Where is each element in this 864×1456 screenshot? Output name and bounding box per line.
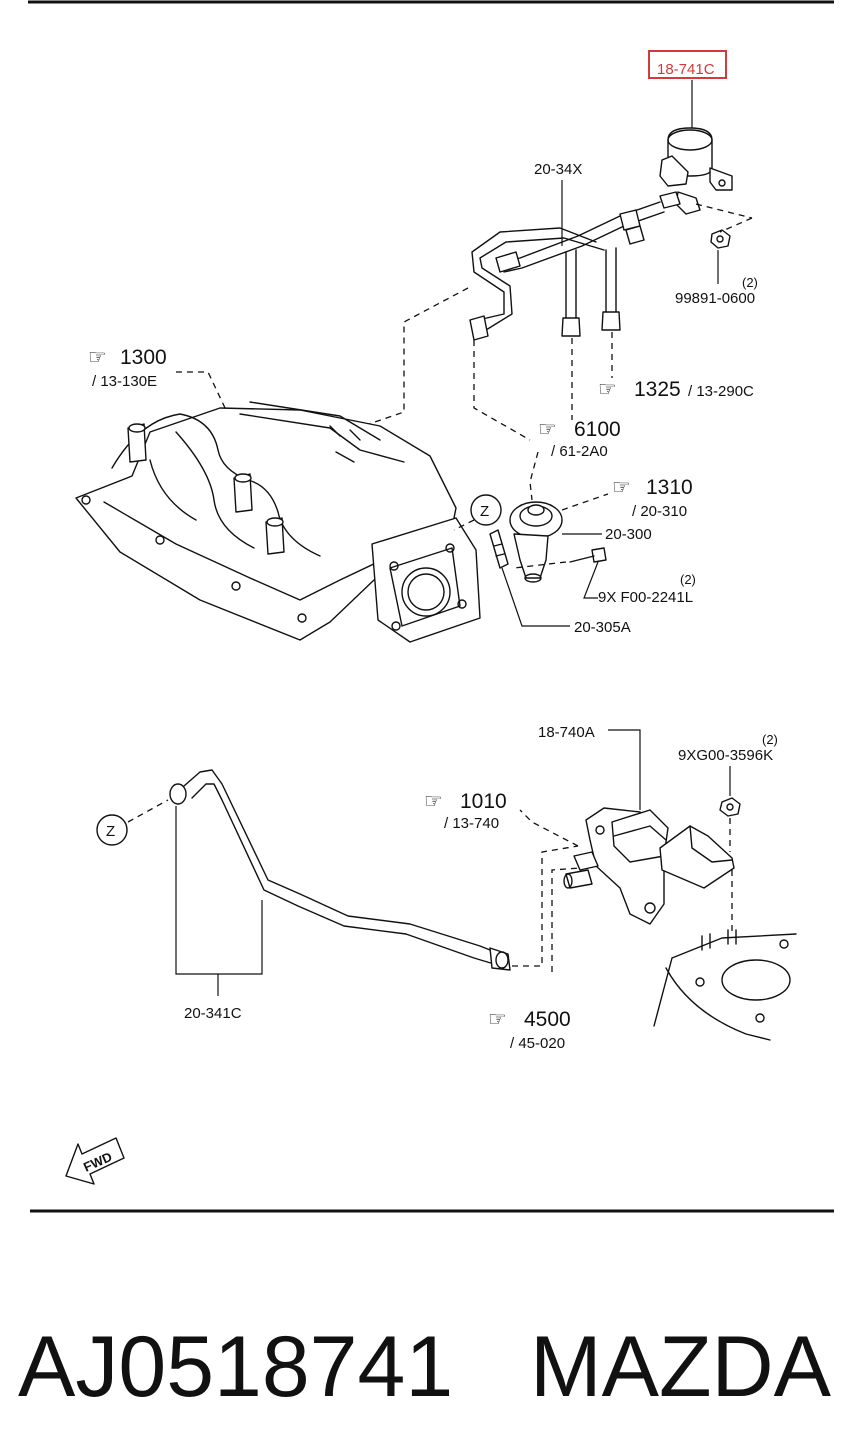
svg-text:Z: Z bbox=[480, 503, 489, 520]
vacuum-hose-20-34x bbox=[469, 201, 665, 341]
bolt-part-number: 99891-0600 bbox=[675, 290, 755, 307]
svg-text:/ 20-310: / 20-310 bbox=[632, 503, 687, 520]
nut-9xg00 bbox=[719, 797, 741, 817]
ref-1325[interactable]: ☞ 1325 / 13-290C bbox=[598, 378, 754, 401]
ref-6100[interactable]: ☞ 6100 / 61-2A0 bbox=[538, 418, 621, 460]
intake-manifold bbox=[75, 401, 481, 643]
bolt-qty-label: (2) bbox=[742, 275, 758, 290]
pointing-hand-icon: ☞ bbox=[424, 790, 443, 813]
footer-brand: MAZDA bbox=[530, 1319, 832, 1415]
svg-text:/ 13-290C: / 13-290C bbox=[688, 383, 754, 400]
egr-pipe-20-341c bbox=[169, 769, 511, 971]
pointing-hand-icon: ☞ bbox=[488, 1008, 507, 1031]
gasket-20-305a bbox=[489, 529, 509, 569]
bolt-9xf00 bbox=[569, 547, 607, 563]
nut-qty-label: (2) bbox=[762, 732, 778, 747]
footer-part-number: AJ0518741 bbox=[18, 1319, 453, 1415]
svg-text:1300: 1300 bbox=[120, 346, 167, 369]
svg-text:/ 13-740: / 13-740 bbox=[444, 815, 499, 832]
pointing-hand-icon: ☞ bbox=[538, 418, 557, 441]
svg-text:1325: 1325 bbox=[634, 378, 681, 401]
fwd-arrow-icon: FWD bbox=[65, 1137, 125, 1185]
pointing-hand-icon: ☞ bbox=[598, 378, 617, 401]
gasket-label: 20-305A bbox=[574, 619, 631, 636]
bolt-part-number: 9X F00-2241L bbox=[598, 589, 693, 606]
highlight-box bbox=[648, 50, 727, 79]
marker-z-top: Z bbox=[470, 494, 502, 526]
svg-text:/ 61-2A0: / 61-2A0 bbox=[551, 443, 608, 460]
marker-z-bottom: Z bbox=[96, 814, 128, 846]
nut-99891 bbox=[710, 229, 731, 284]
ref-1310[interactable]: ☞ 1310 / 20-310 bbox=[612, 476, 693, 520]
ref-1010[interactable]: ☞ 1010 / 13-740 bbox=[424, 790, 507, 832]
solenoid-valve-18-740a bbox=[563, 807, 735, 925]
egr-valve-20-300 bbox=[509, 501, 563, 583]
svg-text:/ 13-130E: / 13-130E bbox=[92, 373, 157, 390]
nut-part-number: 9XG00-3596K bbox=[678, 747, 773, 764]
svg-text:6100: 6100 bbox=[574, 418, 621, 441]
pointing-hand-icon: ☞ bbox=[612, 476, 631, 499]
hose-label: 20-34X bbox=[534, 161, 582, 178]
svg-text:4500: 4500 bbox=[524, 1008, 571, 1031]
svg-text:1310: 1310 bbox=[646, 476, 693, 499]
svg-text:/ 45-020: / 45-020 bbox=[510, 1035, 565, 1052]
solenoid-valve-18-741c bbox=[659, 127, 733, 215]
svg-text:1010: 1010 bbox=[460, 790, 507, 813]
svg-text:Z: Z bbox=[106, 823, 115, 840]
pointing-hand-icon: ☞ bbox=[88, 346, 107, 369]
bolt-qty-label: (2) bbox=[680, 572, 696, 587]
mounting-surface bbox=[653, 929, 797, 1041]
part-label-18-741c: 18-741C bbox=[657, 61, 715, 78]
ref-1300[interactable]: ☞ 1300 / 13-130E bbox=[88, 346, 167, 390]
ref-4500[interactable]: ☞ 4500 / 45-020 bbox=[488, 1008, 571, 1052]
valve-label: 20-300 bbox=[605, 526, 652, 543]
pipe-label: 20-341C bbox=[184, 1005, 242, 1022]
part-label-18-740a: 18-740A bbox=[538, 724, 595, 741]
highlighted-part-callout[interactable]: 18-741C bbox=[648, 50, 727, 79]
